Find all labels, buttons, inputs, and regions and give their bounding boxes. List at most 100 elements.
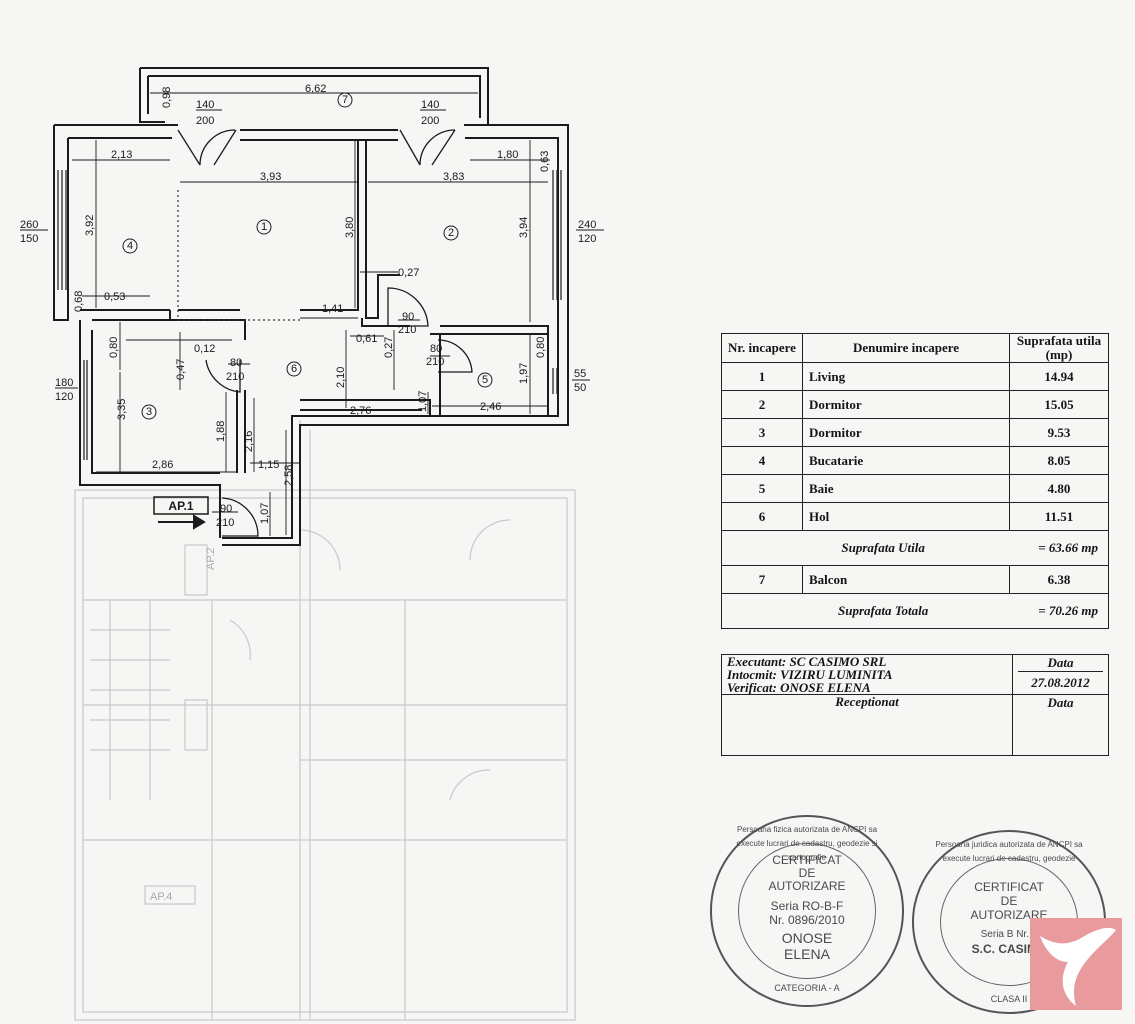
table-row: 5 Baie 4.80 [721,474,1109,503]
row-name: Hol [802,502,1010,531]
stamp2-line5: S.C. CASIMO [971,942,1047,956]
dim-r4-width: 2,13 [111,149,132,161]
dim-115: 1,15 [258,459,279,471]
dim-door-right-h: 200 [421,115,439,127]
room-area-table: Nr. incapere Denumire incapere Suprafata… [721,333,1109,629]
room-7-label: 7 [342,94,348,106]
dim-080a: 0,80 [108,337,120,358]
divider-dotted [177,190,300,321]
row-area: 4.80 [1009,474,1109,503]
dim-188: 1,88 [215,421,227,442]
dim-door2-h: 210 [398,324,416,336]
walls [53,67,569,546]
dim-r2-right-width: 1,80 [497,149,518,161]
dim-276: 2,76 [350,405,371,417]
stamp1-line7: ELENA [784,946,830,962]
dim-258: 2,58 [283,465,295,486]
dim-door-left-h: 200 [196,115,214,127]
executant-text: Executant: SC CASIMO SRL [727,654,887,669]
stamp1-line2: DE [798,866,816,880]
room-1-label: 1 [261,221,267,233]
entry-arrow-icon [158,514,206,530]
dim-door-left-w: 140 [196,99,214,111]
dim-win5-h: 50 [574,382,586,394]
stamp1-line5: Nr. 0896/2010 [769,913,845,927]
dim-061: 0,61 [356,333,377,345]
ghost-label-ap2: AP.2 [205,548,217,570]
dim-335: 3,35 [116,399,128,420]
receptionat-cell: Receptionat [721,694,1013,756]
dim-210: 2,10 [335,367,347,388]
row-name: Living [802,362,1010,391]
dim-win-left-w: 260 [20,219,38,231]
row-area: 9.53 [1009,418,1109,447]
row-nr: 7 [721,565,803,594]
stamp1-line8: CATEGORIA - A [774,983,840,993]
row-area: 14.94 [1009,362,1109,391]
table-row: 3 Dormitor 9.53 [721,418,1109,447]
stamp1-line6: ONOSE [781,930,833,946]
table-row: 2 Dormitor 15.05 [721,390,1109,419]
room-2-label: 2 [448,227,454,239]
dim-door6-h: 210 [226,371,244,383]
dim-197: 1,97 [518,363,530,384]
dim-141: 1,41 [322,303,343,315]
apartment-label-box [153,496,209,515]
dim-027b: 0,27 [383,337,395,358]
useful-area-value: = 63.66 mp [1038,540,1098,555]
date-label-2: Data [1047,695,1074,710]
room-5-label: 5 [482,374,488,386]
stamp2-ring-text: Persoana juridica autorizata de ANCPI sa… [935,840,1083,863]
total-area-label: Suprafata Totala [838,603,929,618]
dim-balcony-width: 6,62 [305,83,326,95]
header-name: Denumire incapere [802,333,1010,363]
bird-logo [1030,918,1122,1010]
dim-balcony-depth: 0,98 [161,87,173,108]
stamp1-ring-text: Persoana fizica autorizata de ANCPI sa e… [736,825,878,862]
stamp-onose: Persoana fizica autorizata de ANCPI sa e… [710,815,904,1007]
table-row: 6 Hol 11.51 [721,502,1109,531]
dim-win-right-w: 240 [578,219,596,231]
row-name: Bucatarie [802,446,1010,475]
table-row: 7 Balcon 6.38 [721,565,1109,594]
date-label: Data [1018,655,1103,672]
table-row: 4 Bucatarie 8.05 [721,446,1109,475]
signature-table: Executant: SC CASIMO SRL Intocmit: VIZIR… [721,654,1109,756]
verificat-text: Verificat: ONOSE ELENA [727,680,871,695]
row-name: Balcon [802,565,1010,594]
dim-entry-w: 90 [220,503,232,515]
ghost-label-ap4: AP.4 [150,891,172,903]
dim-r2-height: 3,94 [518,217,530,238]
row-nr: 5 [721,474,803,503]
dim-r1-height: 3,80 [344,217,356,238]
intocmit-text: Intocmit: VIZIRU LUMINITA [727,667,893,682]
table-row: 1 Living 14.94 [721,362,1109,391]
row-area: 15.05 [1009,390,1109,419]
dimension-lines [20,92,604,536]
row-name: Dormitor [802,418,1010,447]
bird-logo-icon [1040,927,1116,1006]
author-block: Executant: SC CASIMO SRL Intocmit: VIZIR… [721,654,1013,695]
stamp2-line3: AUTORIZARE [970,908,1048,922]
dim-107: 1,07 [417,391,429,412]
dim-107b: 1,07 [259,503,271,524]
dim-door-right-w: 140 [421,99,439,111]
dim-win3-w: 180 [55,377,73,389]
dim-r2-right-depth: 0,63 [539,151,551,172]
stamp2-line1: CERTIFICAT [974,880,1044,894]
room-3-label: 3 [146,406,152,418]
windows [57,170,562,460]
stamp1-line3: AUTORIZARE [768,879,846,893]
row-area: 11.51 [1009,502,1109,531]
date-value: 27.08.2012 [1031,675,1090,690]
row-nr: 2 [721,390,803,419]
dim-door2-w: 90 [402,311,414,323]
row-nr: 3 [721,418,803,447]
room-4-label: 4 [127,240,133,252]
total-area-row: Suprafata Totala = 70.26 mp [721,593,1109,629]
dim-r4-height: 3,92 [84,215,96,236]
dim-door6-w: 80 [230,357,242,369]
row-area: 6.38 [1009,565,1109,594]
row-nr: 6 [721,502,803,531]
